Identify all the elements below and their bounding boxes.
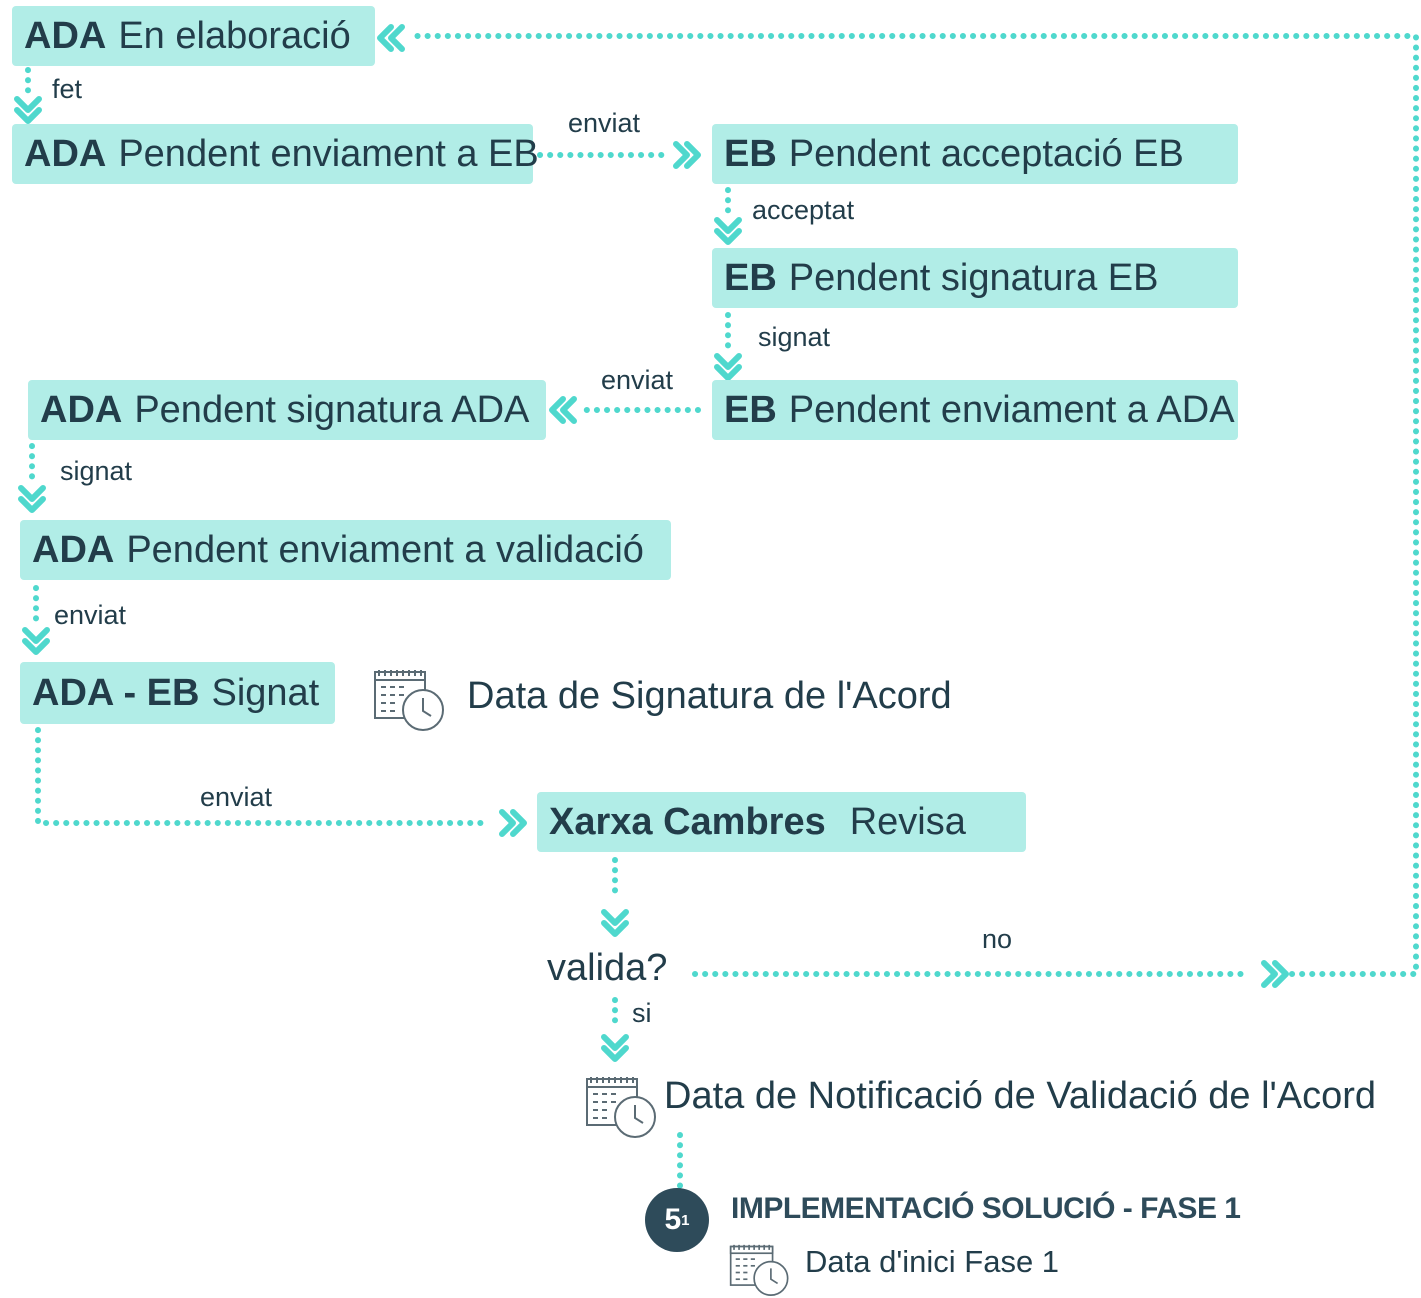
chevron-right-icon (502, 812, 524, 834)
node-ada-pendent-signatura: ADA Pendent signatura ADA (28, 380, 546, 440)
milestone-data-notificacio: Data de Notificació de Validació de l'Ac… (664, 1075, 1377, 1117)
calendar-clock-icon (729, 1244, 789, 1296)
chevron-down-icon (717, 220, 739, 242)
edge-label-signat-eb: signat (758, 322, 831, 352)
loop-line (409, 33, 1419, 977)
enviat-xarxa-line (35, 727, 493, 826)
phase-title: IMPLEMENTACIÓ SOLUCIÓ - FASE 1 (731, 1192, 1241, 1225)
node-status: Pendent signatura ADA (134, 388, 530, 431)
node-eb-pendent-signatura: EB Pendent signatura EB (712, 248, 1238, 308)
node-actor: EB (724, 388, 777, 431)
node-status: En elaboració (118, 14, 351, 57)
edge-label-no: no (982, 924, 1013, 954)
chevron-left-icon (380, 27, 402, 49)
node-status: Pendent enviament a ADA (788, 388, 1235, 431)
node-xarxa-cambres-revisa: Xarxa Cambres Revisa (537, 792, 1026, 852)
node-eb-pendent-enviament-ada: EB Pendent enviament a ADA (712, 380, 1238, 440)
phase-date-label: Data d'inici Fase 1 (805, 1244, 1060, 1279)
chevron-right-icon (1264, 963, 1286, 985)
phase-number: 5 (664, 1203, 682, 1236)
node-actor: ADA (40, 388, 123, 431)
node-actor: ADA (24, 132, 107, 175)
chevron-down-icon (604, 912, 626, 934)
node-status: Pendent enviament a validació (126, 528, 644, 571)
node-actor: Xarxa Cambres (549, 800, 826, 843)
node-actor: EB (724, 256, 777, 299)
edge-label-fet: fet (52, 74, 83, 104)
node-eb-pendent-acceptacio: EB Pendent acceptació EB (712, 124, 1238, 184)
node-actor: ADA (32, 528, 115, 571)
edge-label-enviat-eb: enviat (568, 108, 641, 138)
node-status: Signat (211, 671, 320, 714)
node-status: Revisa (849, 800, 966, 843)
edge-label-enviat-ada: enviat (601, 365, 674, 395)
calendar-clock-icon (374, 670, 444, 731)
edge-label-acceptat: acceptat (752, 195, 855, 225)
node-actor: EB (724, 132, 777, 175)
decision-validation: valida? (547, 947, 668, 989)
node-status: Pendent signatura EB (788, 256, 1159, 299)
chevron-down-icon (17, 99, 39, 121)
phase-sub-number: 1 (681, 1211, 690, 1229)
node-ada-eb-signat: ADA - EB Signat (20, 662, 335, 724)
edge-label-enviat-xarxa: enviat (200, 782, 273, 812)
edge-label-si: si (632, 998, 652, 1028)
node-ada-en-elaboracio: ADA En elaboració (12, 6, 375, 66)
node-actor: ADA - EB (32, 671, 200, 714)
chevron-left-icon (552, 399, 574, 421)
milestone-data-signatura: Data de Signatura de l'Acord (467, 675, 952, 717)
edge-label-signat-ada: signat (60, 456, 133, 486)
node-actor: ADA (24, 14, 107, 57)
chevron-down-icon (604, 1037, 626, 1059)
chevron-down-icon (21, 488, 43, 510)
node-ada-pendent-enviament-eb: ADA Pendent enviament a EB (12, 124, 539, 184)
calendar-clock-icon (586, 1077, 656, 1138)
node-status: Pendent enviament a EB (118, 132, 539, 175)
chevron-right-icon (676, 144, 698, 166)
node-status: Pendent acceptació EB (788, 132, 1184, 175)
chevron-down-icon (717, 356, 739, 378)
node-ada-pendent-validacio: ADA Pendent enviament a validació (20, 520, 671, 580)
edge-label-enviat-validacio: enviat (54, 600, 127, 630)
chevron-down-icon (25, 630, 47, 652)
